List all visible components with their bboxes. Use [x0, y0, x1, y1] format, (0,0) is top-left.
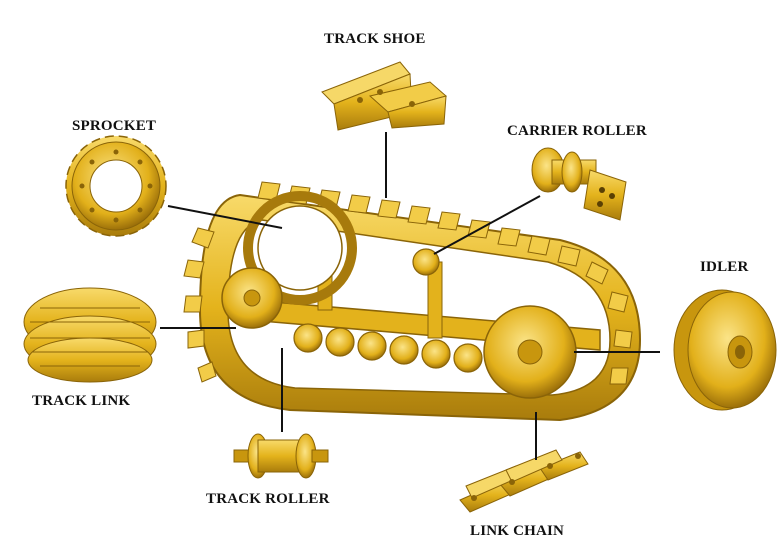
sprocket-image	[66, 136, 166, 236]
link-chain-image	[460, 450, 588, 512]
label-track-roller: TRACK ROLLER	[206, 491, 330, 508]
track-link-image	[24, 288, 156, 382]
label-carrier-roller: CARRIER ROLLER	[507, 123, 647, 140]
carrier-roller-image	[532, 148, 626, 220]
label-track-shoe: TRACK SHOE	[324, 31, 426, 48]
label-track-link: TRACK LINK	[32, 393, 130, 410]
idler-image	[674, 290, 776, 410]
label-idler: IDLER	[700, 259, 749, 276]
label-sprocket: SPROCKET	[72, 118, 156, 135]
undercarriage-assembly-image	[184, 182, 640, 420]
track-roller-image	[234, 434, 328, 478]
label-link-chain: LINK CHAIN	[470, 523, 564, 540]
track-shoe-image	[322, 62, 446, 130]
